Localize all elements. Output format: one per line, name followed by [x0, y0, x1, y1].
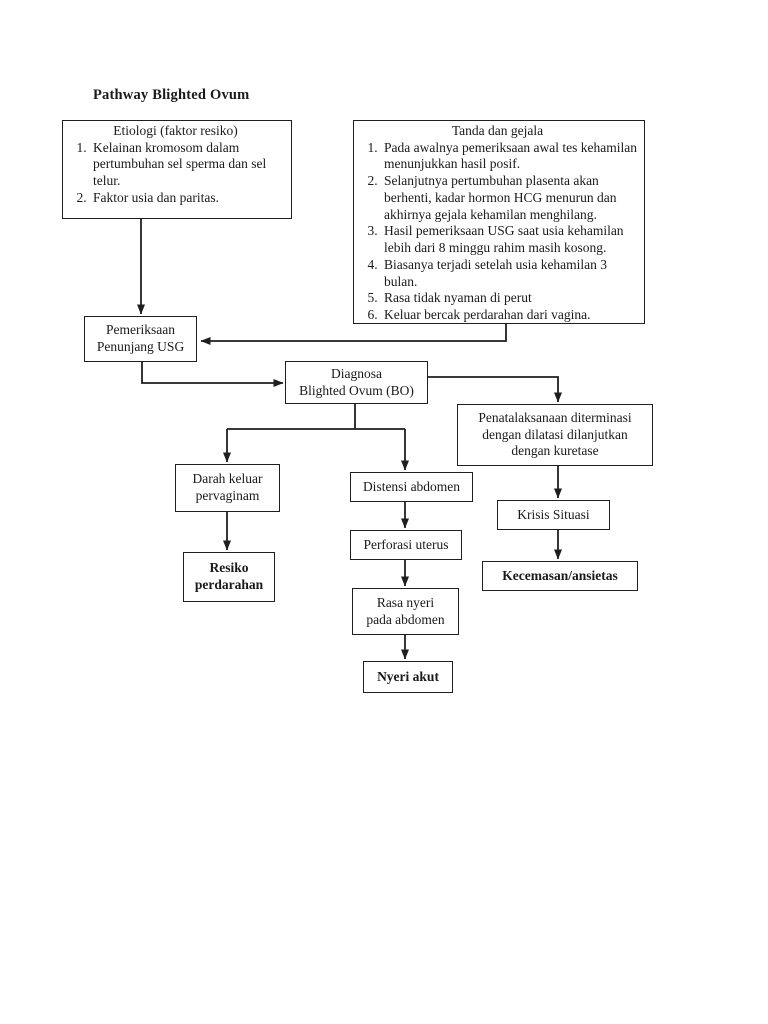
node-etiologi: Etiologi (faktor resiko) Kelainan kromos…: [62, 120, 292, 219]
node-text: perdarahan: [194, 577, 264, 592]
list-item: Keluar bercak perdarahan dari vagina.: [381, 307, 639, 324]
node-nyeri-akut: Nyeri akut: [363, 661, 453, 693]
etiologi-title: Etiologi (faktor resiko): [113, 123, 238, 138]
list-item: Kelainan kromosom dalam pertumbuhan sel …: [90, 140, 286, 190]
node-distensi-abdomen: Distensi abdomen: [350, 472, 473, 502]
connector-diagnosa-branch: [227, 404, 405, 430]
page-title: Pathway Blighted Ovum: [93, 87, 250, 103]
node-text: Kecemasan/ansietas: [502, 567, 618, 583]
node-resiko-perdarahan: Resiko perdarahan: [183, 552, 275, 602]
node-text: Blighted Ovum (BO): [299, 382, 414, 398]
list-item: Pada awalnya pemeriksaan awal tes kehami…: [381, 140, 639, 173]
node-penatalaksanaan: Penatalaksanaan diterminasi dengan dilat…: [457, 404, 653, 466]
node-text: pada abdomen: [366, 611, 445, 627]
node-text: Penunjang USG: [96, 339, 185, 354]
node-text: dengan dilatasi dilanjutkan: [482, 426, 628, 442]
node-perforasi-uterus: Perforasi uterus: [350, 530, 462, 560]
arrow-pemeriksaan-to-diagnosa: [141, 362, 284, 387]
node-tanda-dan-gejala: Tanda dan gejala Pada awalnya pemeriksaa…: [353, 120, 645, 324]
node-darah-keluar-pervaginam: Darah keluar pervaginam: [175, 464, 280, 512]
node-text: Resiko: [209, 560, 249, 576]
node-text: Distensi abdomen: [362, 478, 461, 494]
list-item: Hasil pemeriksaan USG saat usia kehamila…: [381, 223, 639, 256]
node-kecemasan-ansietas: Kecemasan/ansietas: [482, 561, 638, 591]
node-text: dengan kuretase: [511, 443, 599, 459]
tanda-list: Pada awalnya pemeriksaan awal tes kehami…: [356, 140, 639, 324]
node-text: Penatalaksanaan diterminasi: [478, 409, 632, 425]
node-text: Darah keluar: [192, 471, 263, 487]
tanda-title: Tanda dan gejala: [451, 123, 544, 138]
node-rasa-nyeri-pada-abdomen: Rasa nyeri pada abdomen: [352, 588, 459, 635]
node-pemeriksaan-penunjang-usg: Pemeriksaan Penunjang USG: [84, 316, 197, 362]
arrow-diagnosa-to-penatalaksanaan: [428, 376, 562, 403]
list-item: Selanjutnya pertumbuhan plasenta akan be…: [381, 173, 639, 223]
list-item: Biasanya terjadi setelah usia kehamilan …: [381, 257, 639, 290]
node-text: Krisis Situasi: [517, 506, 590, 522]
node-text: Perforasi uterus: [363, 536, 449, 552]
node-text: Pemeriksaan: [106, 322, 175, 338]
etiologi-list: Kelainan kromosom dalam pertumbuhan sel …: [65, 140, 286, 207]
list-item: Rasa tidak nyaman di perut: [381, 290, 639, 307]
node-text: Rasa nyeri: [376, 594, 435, 610]
node-krisis-situasi: Krisis Situasi: [497, 500, 610, 530]
node-text: Nyeri akut: [377, 668, 439, 684]
arrow-tanda-to-pemeriksaan: [200, 324, 507, 345]
node-diagnosa-blighted-ovum: Diagnosa Blighted Ovum (BO): [285, 361, 428, 404]
node-text: Diagnosa: [331, 365, 382, 381]
list-item: Faktor usia dan paritas.: [90, 190, 286, 207]
node-text: pervaginam: [195, 488, 260, 503]
